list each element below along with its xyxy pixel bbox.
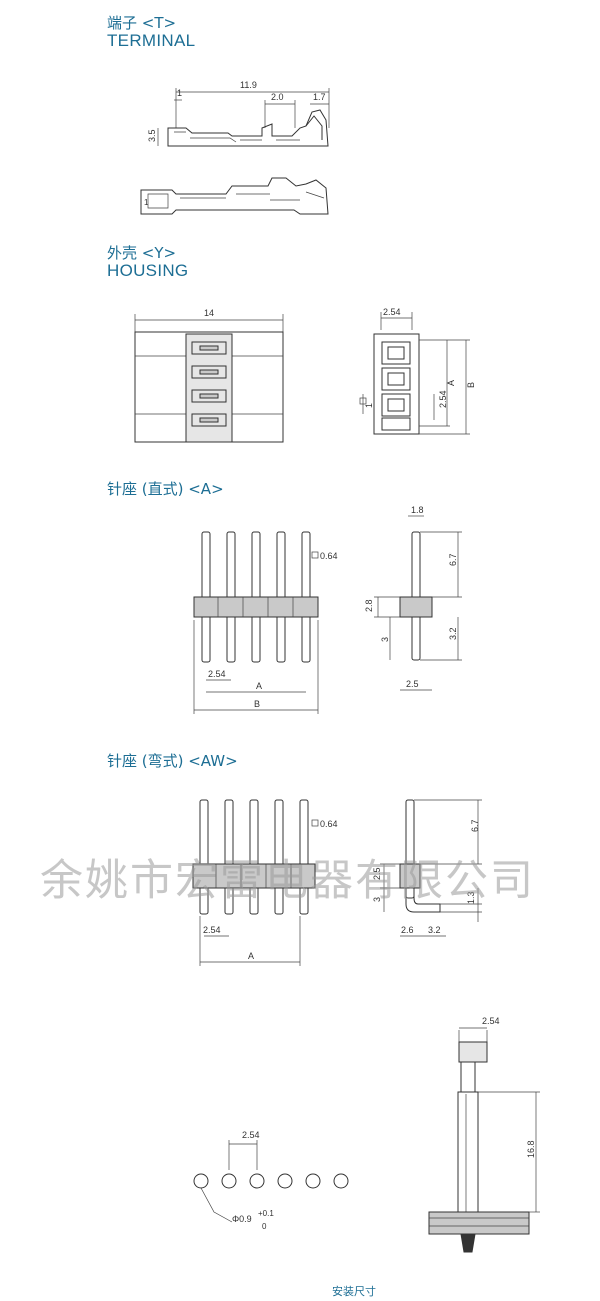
dim-terminal-1: 1 bbox=[177, 88, 182, 98]
dim-angle-3-2: 3.2 bbox=[428, 925, 441, 935]
dim-pin-16-8: 16.8 bbox=[526, 1140, 536, 1158]
dim-housing-pitch-side: 2.54 bbox=[438, 390, 448, 408]
header-angle-drawing: 0.64 2.54 A 6.7 2.5 3 1.3 2.6 3.2 bbox=[192, 799, 482, 966]
housing-contact-slots bbox=[191, 341, 227, 427]
dim-straight-pitch: 2.54 bbox=[208, 669, 226, 679]
dim-straight-pin-size: 0.64 bbox=[320, 551, 338, 561]
dim-housing-b: B bbox=[466, 382, 476, 388]
dim-terminal-2-0: 2.0 bbox=[271, 92, 284, 102]
dim-straight-3: 3 bbox=[380, 637, 390, 642]
dim-housing-pitch-top: 2.54 bbox=[383, 307, 401, 317]
housing-title-en: HOUSING bbox=[107, 260, 189, 280]
dim-terminal-3-5: 3.5 bbox=[147, 129, 157, 142]
terminal-drawing: 11.9 2.0 1.7 1 3.5 1 bbox=[140, 80, 330, 215]
dim-pcb-pitch: 2.54 bbox=[242, 1130, 260, 1140]
housing-end-cavities bbox=[381, 341, 411, 431]
dim-pcb-hole-dia: Φ0.9 bbox=[232, 1214, 252, 1224]
dim-terminal-1-7: 1.7 bbox=[313, 92, 326, 102]
terminal-title: 端子 <T> TERMINAL bbox=[107, 14, 196, 50]
dim-angle-pitch: 2.54 bbox=[203, 925, 221, 935]
dim-terminal-length: 11.9 bbox=[240, 80, 257, 90]
dim-straight-b: B bbox=[254, 699, 260, 709]
angle-pins bbox=[199, 799, 309, 915]
dim-angle-pin-size: 0.64 bbox=[320, 819, 338, 829]
housing-title-cn: 外壳 <Y> bbox=[107, 244, 177, 262]
dim-angle-3: 3 bbox=[372, 897, 382, 902]
header-straight-drawing: 0.64 2.54 A B 1.8 6.7 2.8 3 3.2 2.5 bbox=[193, 505, 462, 714]
dim-straight-3-2: 3.2 bbox=[448, 627, 458, 640]
install-dimensions-caption: 安装尺寸 bbox=[332, 1285, 376, 1298]
dim-straight-1-8: 1.8 bbox=[411, 505, 424, 515]
dim-straight-2-8: 2.8 bbox=[364, 599, 374, 612]
dim-angle-6-7: 6.7 bbox=[470, 819, 480, 832]
dim-housing-length: 14 bbox=[204, 308, 214, 318]
dim-pin-pitch: 2.54 bbox=[482, 1016, 500, 1026]
dim-pcb-tol-zero: 0 bbox=[262, 1222, 267, 1231]
header-angle-title-cn: 针座 (弯式) <AW> bbox=[107, 752, 238, 770]
header-straight-title: 针座 (直式) <A> bbox=[107, 480, 224, 498]
header-straight-title-cn: 针座 (直式) <A> bbox=[107, 480, 224, 498]
dim-angle-2-6: 2.6 bbox=[401, 925, 414, 935]
dim-pcb-tol-plus: +0.1 bbox=[258, 1209, 274, 1218]
terminal-title-en: TERMINAL bbox=[107, 30, 196, 50]
header-angle-title: 针座 (弯式) <AW> bbox=[107, 752, 238, 770]
dim-housing-1: 1 bbox=[364, 403, 374, 408]
pcb-layout-drawing: 2.54 Φ0.9 +0.1 0 2.54 16.8 bbox=[193, 1016, 540, 1253]
housing-drawing: 14 2.54 A B 1 2.54 bbox=[134, 307, 476, 443]
dim-straight-2-5: 2.5 bbox=[406, 679, 419, 689]
dim-angle-1-3: 1.3 bbox=[466, 891, 476, 904]
dim-straight-a: A bbox=[256, 681, 262, 691]
watermark: 余姚市宏雷电器有限公司 bbox=[40, 856, 535, 906]
dim-housing-a: A bbox=[446, 380, 456, 386]
dim-straight-6-7: 6.7 bbox=[448, 553, 458, 566]
housing-title: 外壳 <Y> HOUSING bbox=[107, 244, 189, 280]
terminal-top-mark: 1 bbox=[144, 198, 149, 207]
dim-angle-2-5: 2.5 bbox=[372, 867, 382, 880]
terminal-title-cn: 端子 <T> bbox=[107, 14, 177, 32]
pcb-holes bbox=[193, 1173, 349, 1189]
dim-angle-a: A bbox=[248, 951, 254, 961]
